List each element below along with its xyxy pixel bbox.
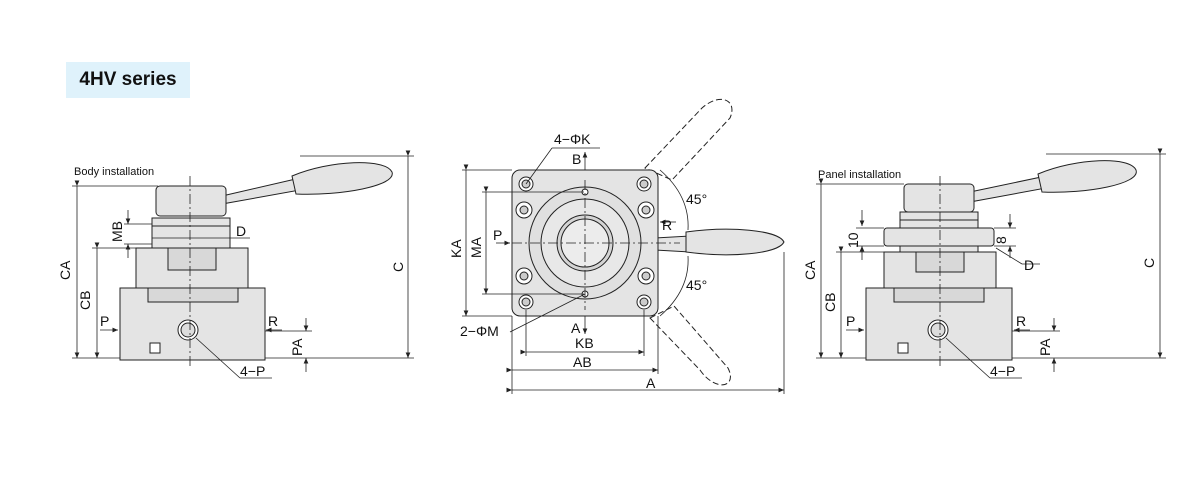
top-label-a: A	[646, 375, 656, 391]
body-label-pa: PA	[289, 338, 305, 356]
top-dimensions	[462, 147, 785, 394]
top-label-ka: KA	[448, 239, 464, 258]
top-label-kb: KB	[575, 335, 594, 351]
panel-installation-view	[865, 160, 1137, 361]
top-label-angle-top: 45°	[686, 191, 707, 207]
top-label-m: 2−ΦM	[460, 323, 499, 339]
body-installation-view	[119, 162, 393, 361]
panel-label-ca: CA	[802, 260, 818, 280]
panel-label-8: 8	[993, 236, 1009, 244]
body-label-port: 4−P	[240, 363, 265, 379]
body-label-cb: CB	[77, 291, 93, 310]
panel-label-d: D	[1024, 257, 1034, 273]
series-title: 4HV series	[79, 69, 177, 90]
series-title-box: 4HV series	[66, 62, 190, 98]
panel-label-pa: PA	[1037, 338, 1053, 356]
top-label-ab: AB	[573, 354, 592, 370]
top-label-ma: MA	[468, 236, 484, 258]
top-label-k: 4−ΦK	[554, 131, 591, 147]
body-dimensions	[72, 150, 414, 379]
body-label-c: C	[390, 262, 406, 272]
body-label-r: R	[268, 313, 278, 329]
body-label-mb: MB	[109, 221, 125, 242]
panel-label-p: P	[846, 313, 855, 329]
top-label-p: P	[493, 227, 502, 243]
top-label-r: R	[662, 217, 672, 233]
panel-label-port: 4−P	[990, 363, 1015, 379]
body-caption: Body installation	[74, 166, 154, 178]
body-label-d: D	[236, 223, 246, 239]
body-label-p: P	[100, 313, 109, 329]
top-label-angle-bottom: 45°	[686, 277, 707, 293]
top-label-b: B	[572, 151, 581, 167]
panel-label-cb: CB	[822, 293, 838, 312]
panel-label-10: 10	[845, 232, 861, 248]
body-label-ca: CA	[57, 260, 73, 280]
panel-label-c: C	[1141, 258, 1157, 268]
top-label-a-top: A	[571, 320, 581, 336]
panel-label-r: R	[1016, 313, 1026, 329]
panel-caption: Panel installation	[818, 169, 901, 181]
panel-dimensions	[816, 148, 1166, 379]
top-view	[511, 98, 785, 386]
